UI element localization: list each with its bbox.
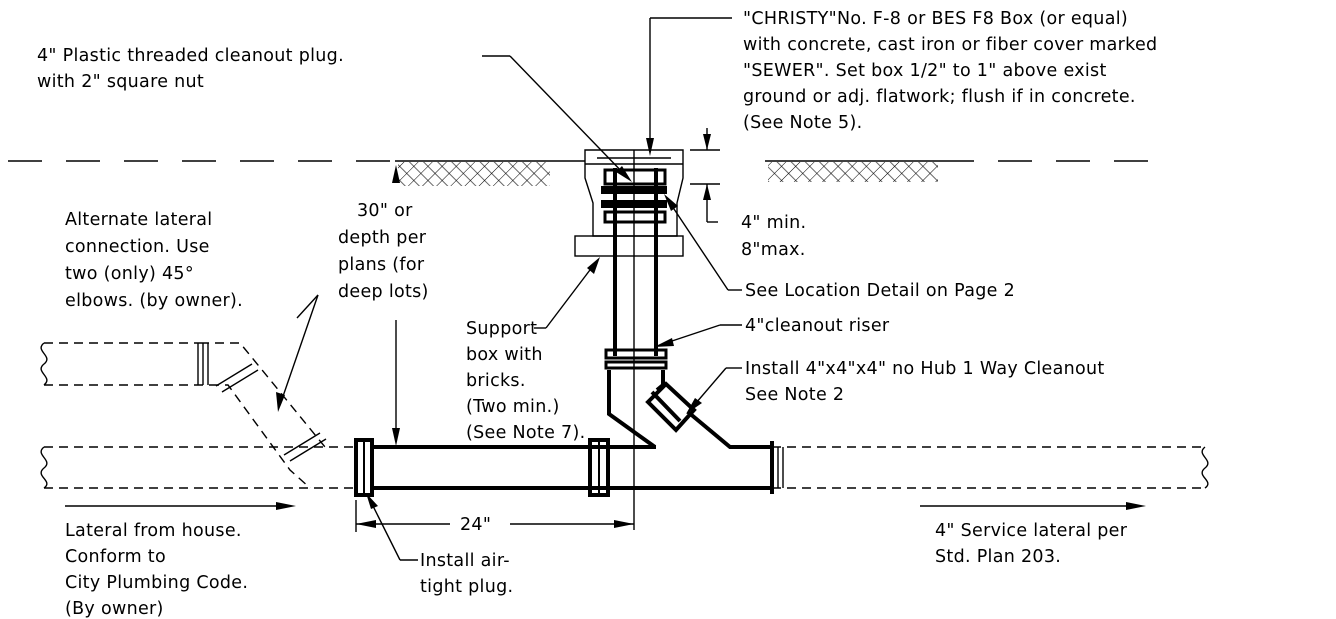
- service-lateral-note: 4" Service lateral per Std. Plan 203.: [935, 521, 1133, 567]
- location-note: See Location Detail on Page 2: [745, 281, 1015, 301]
- airtight-line: Install air-: [420, 551, 510, 571]
- airtight-line: tight plug.: [420, 577, 513, 597]
- alternate-note: Alternate lateral connection. Use two (o…: [65, 210, 243, 311]
- plug-note: 4" Plastic threaded cleanout plug. with …: [37, 46, 350, 92]
- riser-note: 4"cleanout riser: [745, 316, 890, 336]
- support-note-line: (See Note 7).: [466, 423, 585, 443]
- lateral-house-note: Lateral from house. Conform to City Plum…: [65, 521, 254, 619]
- support-note-line: bricks.: [466, 371, 526, 391]
- box-note-line: with concrete, cast iron or fiber cover …: [743, 35, 1157, 55]
- box-note-line: "CHRISTY"No. F-8 or BES F8 Box (or equal…: [743, 9, 1128, 29]
- min-max-line: 8"max.: [741, 240, 806, 260]
- soil-hatch-left: [398, 162, 550, 186]
- box-note-line: ground or adj. flatwork; flush if in con…: [743, 87, 1136, 107]
- soil-hatch-right: [768, 162, 938, 182]
- service-lateral-dashed: [772, 446, 1209, 489]
- support-note-line: Support: [466, 319, 537, 339]
- support-note: Support box with bricks. (Two min.) (See…: [466, 319, 585, 443]
- plug-note-line: with 2" square nut: [37, 72, 204, 92]
- depth-note-line: depth per: [338, 228, 427, 248]
- alternate-connection-dashed: [40, 342, 327, 489]
- wye-fitting: [607, 368, 772, 449]
- depth-note-line: 30" or: [357, 201, 413, 221]
- service-lateral-line: Std. Plan 203.: [935, 547, 1061, 567]
- box-note-line: (See Note 5).: [743, 113, 862, 133]
- cleanout-note-line: See Note 2: [745, 385, 844, 405]
- min-max-line: 4" min.: [741, 213, 806, 233]
- depth-note-line: deep lots): [338, 282, 429, 302]
- support-note-line: (Two min.): [466, 397, 560, 417]
- leader-lines: [276, 17, 742, 561]
- airtight-note: Install air- tight plug.: [420, 551, 516, 597]
- depth-note-line: plans (for: [338, 255, 425, 275]
- min-max-note: 4" min. 8"max.: [741, 213, 812, 260]
- dimension-lines: [65, 128, 1146, 532]
- lateral-house-line: Conform to: [65, 547, 166, 567]
- dimension-24-label: 24": [460, 515, 491, 535]
- cleanout-note-line: Install 4"x4"x4" no Hub 1 Way Cleanout: [745, 359, 1105, 379]
- main-lateral-pipe: [354, 438, 774, 497]
- lateral-house-line: Lateral from house.: [65, 521, 242, 541]
- house-lateral-dashed: [40, 446, 356, 489]
- box-note-line: "SEWER". Set box 1/2" to 1" above exist: [743, 61, 1107, 81]
- plug-note-line: 4" Plastic threaded cleanout plug.: [37, 46, 344, 66]
- alternate-note-line: two (only) 45°: [65, 264, 194, 284]
- support-note-line: box with: [466, 345, 543, 365]
- lateral-house-line: City Plumbing Code.: [65, 573, 248, 593]
- alternate-note-line: elbows. (by owner).: [65, 291, 243, 311]
- alternate-note-line: Alternate lateral: [65, 210, 212, 230]
- depth-note: 30" or depth per plans (for deep lots): [338, 201, 432, 302]
- cleanout-note: Install 4"x4"x4" no Hub 1 Way Cleanout S…: [745, 359, 1110, 405]
- box-note: "CHRISTY"No. F-8 or BES F8 Box (or equal…: [743, 9, 1163, 133]
- alternate-note-line: connection. Use: [65, 237, 210, 257]
- service-lateral-line: 4" Service lateral per: [935, 521, 1128, 541]
- lateral-house-line: (By owner): [65, 599, 164, 619]
